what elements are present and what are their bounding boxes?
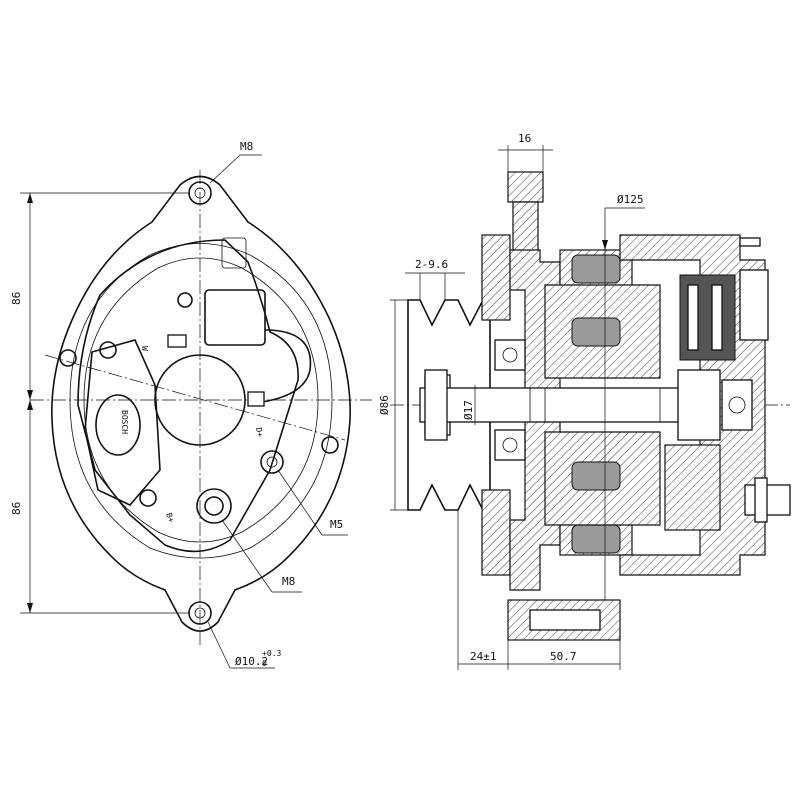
- side-view: 16 Ø125 2-9.6 Ø86 Ø17 24±1 50.7: [378, 132, 791, 670]
- front-centerline-diagonal: [44, 354, 346, 441]
- brand-badge: [95, 394, 141, 456]
- housing-inner-ring-2: [83, 257, 319, 543]
- d-plus-terminal: [260, 450, 284, 474]
- brush-1: [687, 284, 699, 351]
- arrow-mid-up: [27, 390, 33, 400]
- wire-connector: [247, 391, 265, 407]
- b-plus-terminal-nut: [204, 496, 224, 516]
- arrow-bottom: [27, 603, 33, 613]
- leader-m8-bottom: [221, 519, 273, 593]
- dim-offset: 24±1: [470, 650, 497, 663]
- shaft-nut: [424, 369, 448, 441]
- rear-bearing-ball: [728, 396, 746, 414]
- dim-hole-tol-upper: +0.3: [262, 649, 281, 658]
- dim-m8-top: M8: [240, 140, 253, 153]
- top-mount-neck: [512, 201, 539, 253]
- housing-inner-ring: [69, 243, 333, 559]
- regulator-wire: [261, 329, 312, 403]
- dim-pulley: 2-9.6: [415, 258, 448, 271]
- front-view: BOSCH W D+ B+ M8 M5 M8 Ø10.2 +0.3 0: [10, 140, 372, 669]
- label-b-plus: B+: [164, 512, 176, 524]
- stator-winding-bottom: [571, 524, 621, 554]
- regulator-top: [221, 237, 247, 269]
- central-boss: [154, 354, 246, 446]
- fan-blade-top: [481, 234, 511, 321]
- screw-top-left: [177, 292, 193, 308]
- rotor-coil-bottom: [571, 461, 621, 491]
- dim-pulley-dia: Ø86: [378, 395, 391, 415]
- front-bearing-ball-bottom: [502, 437, 518, 453]
- b-plus-terminal: [196, 488, 232, 524]
- w-terminal-tab: [167, 334, 187, 348]
- top-pin: [739, 237, 761, 247]
- mount-hole-right: [321, 436, 339, 454]
- d-plus-terminal-inner: [266, 456, 278, 468]
- front-bearing-bottom: [494, 429, 526, 461]
- leader-m5: [277, 469, 323, 536]
- dim-height-upper: 86: [10, 292, 23, 305]
- arrow-top: [27, 193, 33, 203]
- rectifier-screw-bottom: [139, 489, 157, 507]
- label-d-plus: D+: [254, 427, 265, 438]
- dim-shaft-dia: Ø17: [462, 400, 475, 420]
- dim-length: 50.7: [550, 650, 577, 663]
- brand-badge-label: BOSCH: [120, 410, 129, 434]
- leader-m8-top: [209, 154, 241, 184]
- bottom-mount-bore: [529, 609, 601, 631]
- regulator-side: [739, 269, 769, 341]
- dim-body-dia: Ø125: [617, 193, 644, 206]
- stator-winding-top: [571, 254, 621, 284]
- slip-ring-assembly: [677, 369, 721, 441]
- b-plus-stud-nut: [754, 477, 768, 523]
- mount-hole-left: [59, 349, 77, 367]
- arrow-mid-down: [27, 400, 33, 410]
- top-mount-hole-inner: [194, 187, 206, 199]
- rectifier-plate: [84, 339, 161, 506]
- bottom-mount-hole-inner: [194, 607, 206, 619]
- rear-bearing: [721, 379, 753, 431]
- rectifier-bridge: [664, 444, 721, 531]
- brush-2: [711, 284, 723, 351]
- housing-outline: [51, 175, 351, 632]
- dim-width-top: 16: [518, 132, 531, 145]
- rear-cover-plate: [77, 239, 299, 553]
- front-bearing-top: [494, 339, 526, 371]
- dim-hole-tol-lower: 0: [262, 659, 267, 668]
- dim-125-arrow: [602, 240, 608, 250]
- rotor-coil-top: [571, 317, 621, 347]
- dim-m5: M5: [330, 518, 343, 531]
- rectifier-screw-top: [99, 341, 117, 359]
- fan-blade-bottom: [481, 489, 511, 576]
- dim-m8-bottom: M8: [282, 575, 295, 588]
- top-mount-boss: [507, 171, 544, 203]
- label-w: W: [140, 346, 149, 351]
- front-bearing-ball-top: [502, 347, 518, 363]
- regulator-block: [204, 289, 266, 346]
- leader-hole: [207, 621, 231, 669]
- dim-hole: Ø10.2: [235, 655, 268, 668]
- dim-height-lower: 86: [10, 502, 23, 515]
